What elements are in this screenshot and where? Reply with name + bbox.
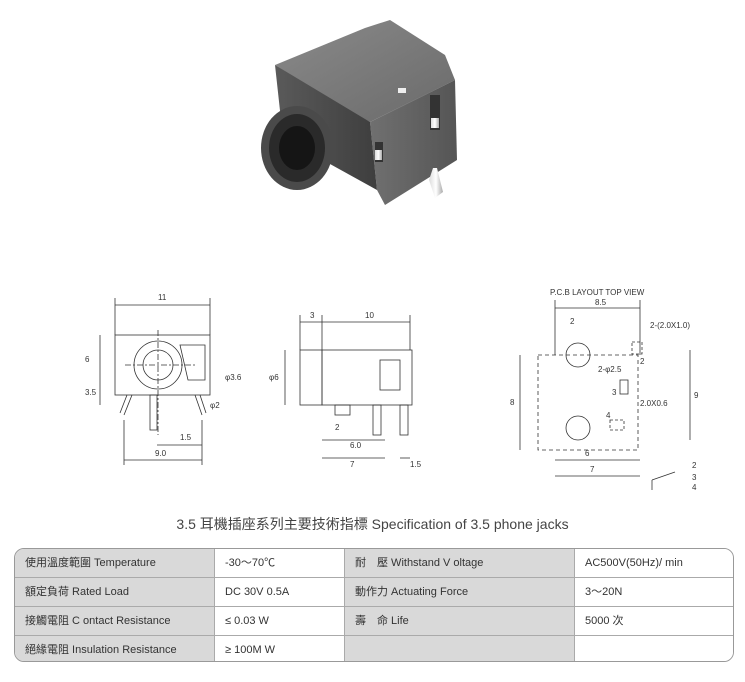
pcb-pin-4: 4 (692, 483, 697, 490)
spec-caption: 3.5 耳機插座系列主要技術指標 Specification of 3.5 ph… (176, 516, 569, 532)
pcb-dim-hole: 2-φ2.5 (598, 365, 622, 374)
product-photo (255, 10, 485, 215)
pcb-dim-total: 9 (694, 391, 699, 400)
pcb-layout-drawing: P.C.B LAYOUT TOP VIEW 8.5 2 2-(2.0X1.0) … (480, 280, 730, 492)
spec-label: 耐 壓 Withstand V oltage (345, 549, 575, 577)
spec-value: ≥ 100M W (215, 636, 345, 661)
front-dim-height: 6 (85, 355, 90, 364)
pcb-dim-height: 8 (510, 398, 515, 407)
spec-table: 使用溫度範圍 Temperature -30～70℃ 耐 壓 Withstand… (14, 548, 734, 662)
side-view-drawing: 3 10 φ6 2 6.0 7 1.5 (255, 280, 445, 490)
pcb-dim-pad: 2-(2.0X1.0) (650, 321, 690, 330)
pcb-dim-slot: 2.0X0.6 (640, 399, 668, 408)
spec-value: DC 30V 0.5A (215, 578, 345, 606)
spec-label: 絕緣電阻 Insulation Resistance (15, 636, 215, 661)
side-dim-d: 1.5 (410, 460, 422, 469)
side-dim-c: 7 (350, 460, 355, 469)
pcb-dim-pin3: 3 (612, 388, 617, 397)
spec-value: AC500V(50Hz)/ min (575, 549, 733, 577)
front-dim-width: 11 (158, 293, 167, 302)
pcb-dim-six: 6 (585, 449, 590, 458)
pcb-dim-pad-index: 2 (640, 357, 645, 366)
spec-label: 接觸電阻 C ontact Resistance (15, 607, 215, 635)
front-dim-hole: φ3.6 (225, 373, 242, 382)
side-dim-dia: φ6 (269, 373, 279, 382)
side-dim-front: 3 (310, 311, 315, 320)
pcb-dim-width: 8.5 (595, 298, 607, 307)
spec-value (575, 636, 733, 661)
spec-value: 5000 次 (575, 607, 733, 635)
side-dim-b: 6.0 (350, 441, 362, 450)
pcb-title: P.C.B LAYOUT TOP VIEW (550, 288, 645, 297)
spec-label: 壽 命 Life (345, 607, 575, 635)
spec-label: 額定負荷 Rated Load (15, 578, 215, 606)
front-dim-pitch: 1.5 (180, 433, 192, 442)
pcb-pin-3: 3 (692, 473, 697, 482)
pcb-pin-2: 2 (692, 461, 697, 470)
spec-row: 接觸電阻 C ontact Resistance ≤ 0.03 W 壽 命 Li… (15, 607, 733, 636)
spec-row: 額定負荷 Rated Load DC 30V 0.5A 動作力 Actuatin… (15, 578, 733, 607)
pcb-dim-offset: 2 (570, 317, 575, 326)
spec-value: ≤ 0.03 W (215, 607, 345, 635)
pcb-dim-pin4: 4 (606, 411, 611, 420)
front-dim-span: 9.0 (155, 449, 167, 458)
front-dim-pin: φ2 (210, 401, 220, 410)
spec-label: 動作力 Actuating Force (345, 578, 575, 606)
spec-value: -30～70℃ (215, 549, 345, 577)
side-dim-body: 10 (365, 311, 374, 320)
spec-label: 使用溫度範圍 Temperature (15, 549, 215, 577)
spec-row: 絕緣電阻 Insulation Resistance ≥ 100M W (15, 636, 733, 661)
spec-label (345, 636, 575, 661)
side-dim-a: 2 (335, 423, 340, 432)
spec-row: 使用溫度範圍 Temperature -30～70℃ 耐 壓 Withstand… (15, 549, 733, 578)
pcb-dim-seven: 7 (590, 465, 595, 474)
front-dim-offset: 3.5 (85, 388, 97, 397)
front-view-drawing: 11 6 3.5 φ3.6 φ2 1.5 9.0 (70, 280, 260, 490)
spec-value: 3～20N (575, 578, 733, 606)
